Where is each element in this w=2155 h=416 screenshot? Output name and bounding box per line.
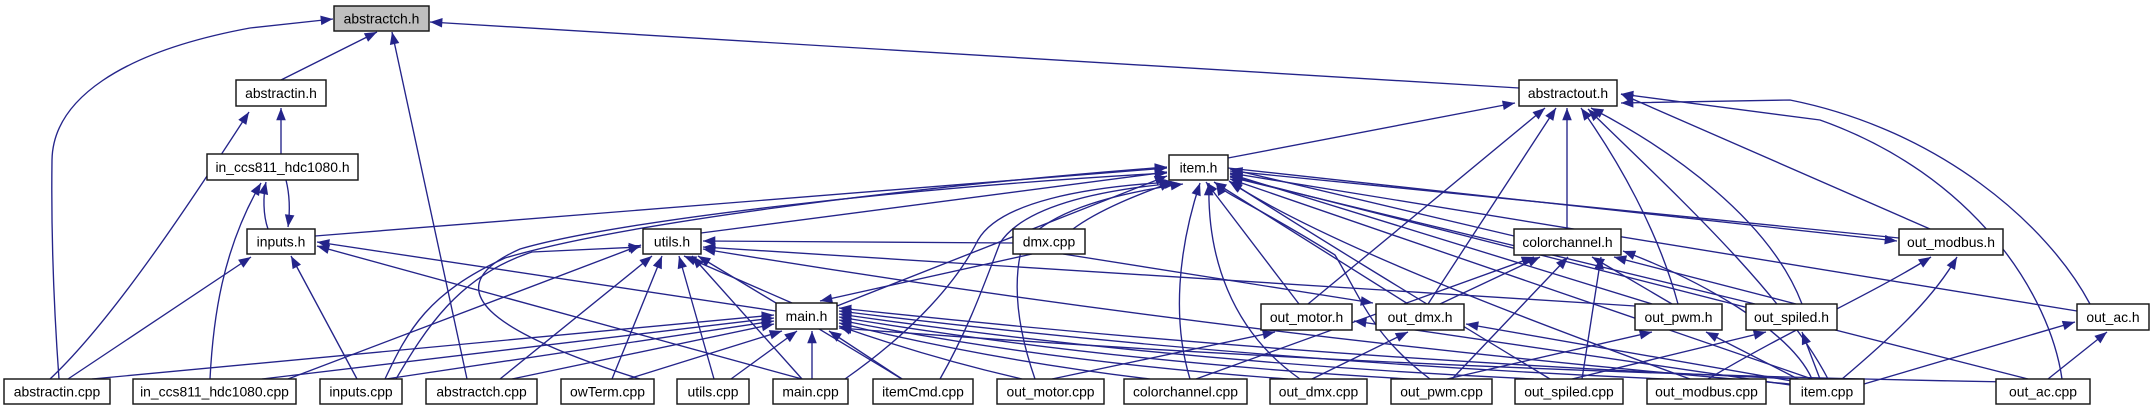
svg-text:abstractch.cpp: abstractch.cpp bbox=[436, 384, 527, 400]
svg-text:out_dmx.h: out_dmx.h bbox=[1388, 309, 1453, 325]
svg-text:out_modbus.h: out_modbus.h bbox=[1907, 234, 1995, 250]
svg-text:colorchannel.cpp: colorchannel.cpp bbox=[1133, 384, 1238, 400]
svg-text:main.cpp: main.cpp bbox=[782, 384, 839, 400]
svg-text:inputs.h: inputs.h bbox=[257, 234, 306, 250]
svg-text:utils.cpp: utils.cpp bbox=[688, 384, 739, 400]
svg-text:abstractin.h: abstractin.h bbox=[245, 85, 317, 101]
svg-text:out_modbus.cpp: out_modbus.cpp bbox=[1655, 384, 1758, 400]
svg-text:out_pwm.cpp: out_pwm.cpp bbox=[1400, 384, 1483, 400]
svg-text:out_dmx.cpp: out_dmx.cpp bbox=[1279, 384, 1359, 400]
svg-text:colorchannel.h: colorchannel.h bbox=[1522, 234, 1612, 250]
svg-text:item.h: item.h bbox=[1180, 160, 1218, 176]
svg-text:in_ccs811_hdc1080.h: in_ccs811_hdc1080.h bbox=[215, 159, 349, 175]
svg-text:out_motor.cpp: out_motor.cpp bbox=[1006, 384, 1094, 400]
svg-text:abstractch.h: abstractch.h bbox=[344, 11, 420, 27]
svg-text:out_ac.h: out_ac.h bbox=[2086, 309, 2139, 325]
svg-text:out_spiled.h: out_spiled.h bbox=[1754, 309, 1829, 325]
svg-text:item.cpp: item.cpp bbox=[1801, 384, 1854, 400]
svg-text:abstractout.h: abstractout.h bbox=[1528, 85, 1608, 101]
svg-text:out_pwm.h: out_pwm.h bbox=[1645, 309, 1713, 325]
svg-text:out_ac.cpp: out_ac.cpp bbox=[2009, 384, 2077, 400]
svg-text:in_ccs811_hdc1080.cpp: in_ccs811_hdc1080.cpp bbox=[140, 384, 289, 400]
svg-text:inputs.cpp: inputs.cpp bbox=[329, 384, 393, 400]
svg-text:out_motor.h: out_motor.h bbox=[1270, 309, 1343, 325]
svg-text:dmx.cpp: dmx.cpp bbox=[1023, 234, 1076, 250]
svg-text:main.h: main.h bbox=[786, 308, 828, 324]
svg-text:abstractin.cpp: abstractin.cpp bbox=[14, 384, 101, 400]
svg-text:owTerm.cpp: owTerm.cpp bbox=[570, 384, 645, 400]
svg-text:utils.h: utils.h bbox=[654, 234, 690, 250]
svg-text:out_spiled.cpp: out_spiled.cpp bbox=[1524, 384, 1614, 400]
svg-text:itemCmd.cpp: itemCmd.cpp bbox=[882, 384, 964, 400]
